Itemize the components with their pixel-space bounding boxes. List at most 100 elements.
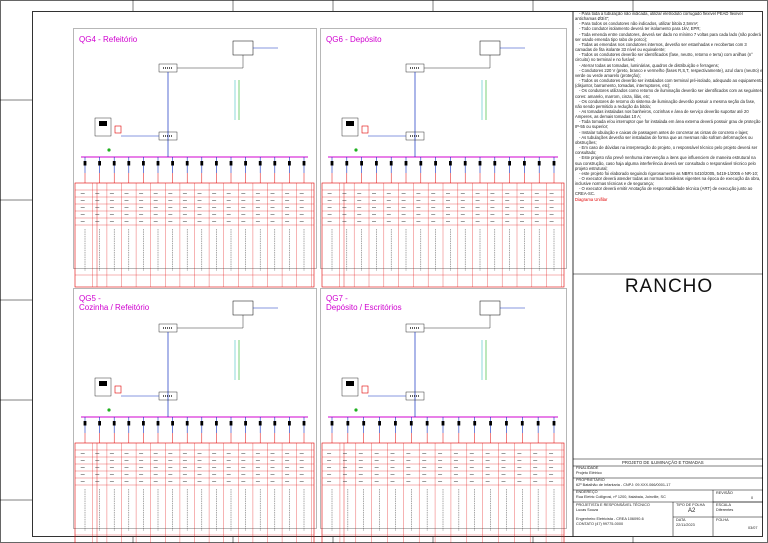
circuit-breaker: [409, 421, 413, 426]
circuit-breaker: [330, 161, 334, 166]
note-item: - Todas as emendas nos condutores intern…: [575, 41, 747, 53]
ground-marker: [354, 148, 358, 152]
circuit-breaker: [493, 161, 497, 166]
circuit-breaker: [215, 421, 218, 426]
circuit-breaker: [449, 161, 452, 166]
circuit-breaker: [375, 161, 378, 166]
note-item: - Todos os condutores deverão ser instal…: [575, 78, 763, 89]
circuit-breaker: [258, 421, 262, 426]
note-item: - As tomadas instaladas nos banheiros, c…: [575, 108, 749, 120]
idr-device: [361, 125, 369, 134]
panel-title-qg6: QG6 - Depósito: [326, 35, 382, 44]
notes-diagram-label: Diagrama Unifilar: [575, 196, 608, 202]
note-item: - Condutores 220 V (preto, branco e verm…: [575, 67, 763, 78]
circuit-table: [321, 442, 565, 543]
circuit-breaker: [83, 421, 87, 426]
circuit-breaker: [441, 421, 445, 426]
circuit-breaker: [258, 161, 262, 166]
circuit-breaker: [142, 161, 145, 166]
circuit-breaker: [389, 161, 393, 166]
note-item: - Todo condutor isolamento deverá ter is…: [579, 26, 701, 32]
dps-device: [346, 121, 354, 126]
circuit-breaker: [552, 421, 556, 426]
tb-revisao-label: REVISÃO: [716, 491, 733, 495]
circuit-breaker: [185, 161, 189, 166]
circuit-breaker: [362, 421, 366, 426]
circuit-breaker: [302, 161, 306, 166]
unifilar-qg7: [321, 300, 565, 543]
circuit-breaker: [463, 161, 467, 166]
circuit-breaker: [98, 421, 101, 426]
unifilar-qg5: [74, 300, 315, 543]
dps-device: [346, 381, 354, 386]
circuit-breaker: [244, 421, 247, 426]
circuit-breaker: [378, 421, 381, 426]
meter-box: [232, 40, 254, 56]
tb-endereco: Rua Eletric Colligrosi, nº 1200, Itaiaba…: [576, 495, 666, 499]
dps-box: [94, 117, 112, 137]
circuit-breaker: [273, 421, 277, 426]
circuit-breaker: [273, 161, 277, 166]
circuit-breaker: [142, 421, 145, 426]
circuit-breaker: [552, 161, 556, 166]
circuit-breaker: [83, 161, 87, 166]
tb-proprietario-label: PROPRIETÁRIO: [576, 478, 605, 482]
circuit-breaker: [523, 161, 526, 166]
circuit-breaker: [404, 161, 408, 166]
circuit-breaker: [505, 421, 508, 426]
circuit-breaker: [330, 421, 334, 426]
circuit-breaker: [98, 161, 101, 166]
unifilar-qg4: [74, 40, 315, 288]
tb-data-label: DATA: [676, 518, 686, 522]
tb-finalidade: Projeto Elétrico: [576, 471, 602, 475]
project-name: RANCHO: [624, 276, 714, 297]
tb-escala: Diferentes: [716, 508, 734, 512]
circuit-breaker: [419, 161, 423, 166]
note-item: - O executor deverá emitir Anotação de r…: [575, 186, 753, 197]
circuit-breaker: [127, 161, 131, 166]
panel-title-qg7-line2: Depósito / Escritórios: [326, 303, 402, 312]
circuit-breaker: [156, 421, 160, 426]
note-item: - As tubulações deverão ser instaladas d…: [575, 134, 753, 145]
note-item: - Para toda a tubulação não indicada, ut…: [575, 11, 743, 22]
circuit-breaker: [200, 161, 204, 166]
circuit-breaker: [112, 421, 116, 426]
title-block-grid: [573, 458, 763, 536]
idr-device: [114, 125, 122, 134]
note-item: - Toda emenda entre condutores, deverá s…: [575, 31, 761, 42]
circuit-breaker: [478, 161, 482, 166]
circuit-breaker: [156, 161, 160, 166]
panel-title-qg7-line1: QG7 -: [326, 294, 348, 303]
ground-marker: [107, 408, 111, 412]
feed-line: [177, 55, 244, 69]
circuit-breaker: [508, 161, 511, 166]
circuit-breaker: [425, 421, 429, 426]
idr-device: [361, 385, 369, 394]
circuit-breaker: [127, 421, 131, 426]
dps-device: [99, 381, 107, 386]
circuit-breaker: [215, 161, 218, 166]
ground-marker: [107, 148, 111, 152]
circuit-breaker: [229, 421, 233, 426]
tb-escala-label: ESCALA: [716, 503, 731, 507]
circuit-breaker: [345, 161, 349, 166]
circuit-breaker: [229, 161, 233, 166]
meter-box: [479, 40, 501, 56]
note-item: - Aterrar todas as tomadas, luminárias, …: [579, 62, 719, 68]
circuit-breaker: [457, 421, 461, 426]
tb-revisao: 0: [751, 496, 754, 500]
note-item: - Toda tomada e/ou interruptor que for i…: [575, 119, 761, 130]
circuit-breaker: [244, 161, 247, 166]
tb-proprietario: 62º Batalhão de Infantaria - CNPJ: 09.XX…: [576, 483, 671, 487]
note-item: - Para todos os condutores não indicados…: [579, 21, 699, 27]
note-item: - Em caso de dúvidas na interpretação do…: [575, 145, 758, 156]
panel-title-qg5: QG5 - Cozinha / Refeitório: [79, 294, 149, 312]
tb-project: PROJETO DE ILUMINAÇÃO E TOMADAS: [622, 460, 704, 465]
note-item: - Instalar tubulação e caixas de passage…: [579, 129, 749, 135]
tb-crea: Engenheiro Eletricista - CREA 106090-6: [576, 517, 644, 521]
panel-title-qg7: QG7 - Depósito / Escritórios: [326, 294, 402, 312]
dps-box: [94, 377, 112, 397]
tb-endereco-label: ENDEREÇO: [576, 490, 598, 494]
tb-sheet-label: FOLHA: [716, 518, 729, 522]
panel-title-qg5-line1: QG5 -: [79, 294, 101, 303]
